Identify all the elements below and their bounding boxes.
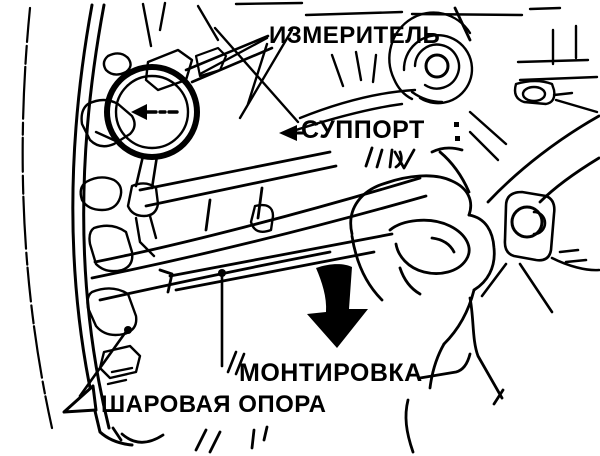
label-pry-bar: МОНТИРОВКА — [239, 359, 423, 387]
control-arm-drawing — [90, 150, 428, 302]
label-caliper: СУППОРТ — [301, 116, 425, 144]
pry-bar-drawing — [158, 232, 394, 294]
label-gauge: ИЗМЕРИТЕЛЬ — [269, 22, 441, 49]
dial-indicator — [104, 34, 274, 258]
leader-pry-bar — [218, 269, 246, 376]
caliper-pointer-icon — [279, 125, 305, 141]
gauge-needle-icon — [131, 104, 179, 120]
leader-gauge — [198, 36, 269, 106]
misc-strokes — [111, 6, 505, 454]
ball-joint-pointer-icon — [62, 326, 132, 414]
down-arrow-icon — [307, 264, 368, 348]
fender-arc — [21, 3, 134, 447]
subframe-drawing — [294, 6, 599, 162]
label-ball-joint: ШАРОВАЯ ОПОРА — [101, 391, 327, 418]
hand-drawing — [349, 114, 600, 454]
bracket-with-hole — [480, 190, 600, 314]
